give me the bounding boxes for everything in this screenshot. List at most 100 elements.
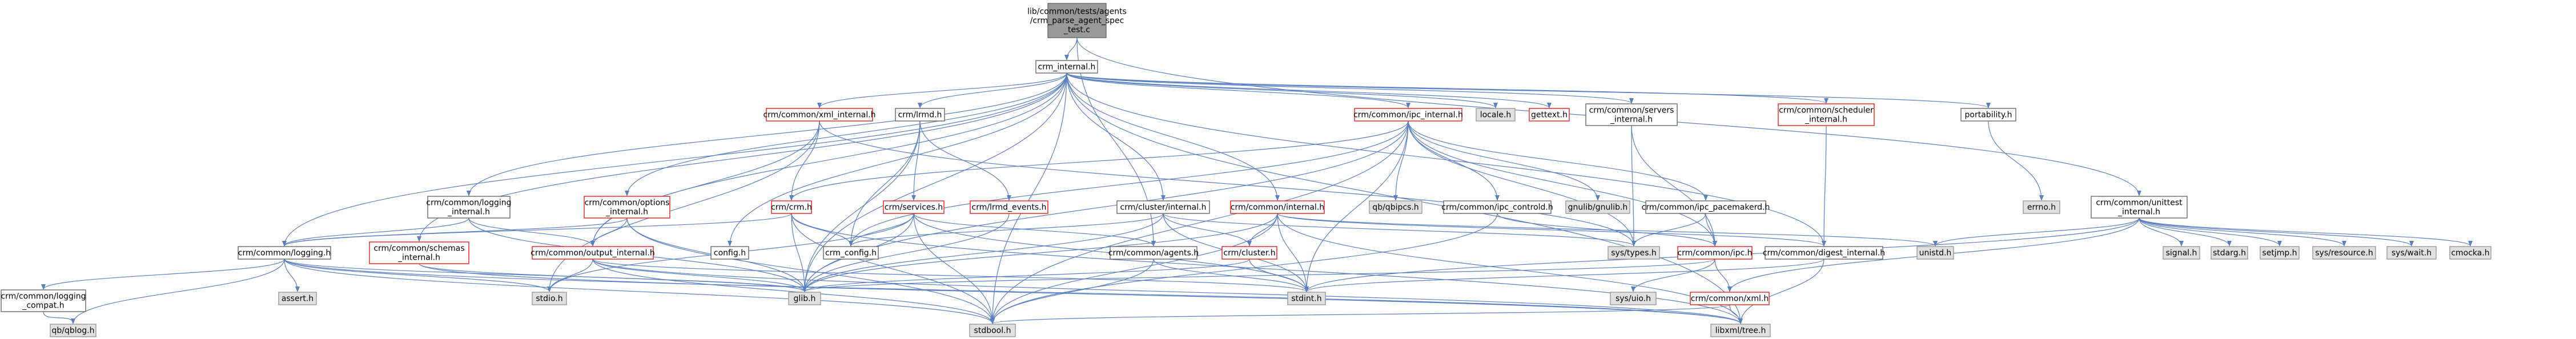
edge-ipc_internal-to-sys_types — [1408, 120, 1636, 247]
edge-xml_internal-to-sys_types — [819, 120, 1636, 247]
edge-servers_internal-to-ipc — [1631, 125, 1717, 247]
edge-common_internal-to-glib — [802, 213, 1278, 292]
node-label: crm/common/logging.h — [238, 249, 331, 258]
edge-common_internal-to-stdbool — [990, 213, 1278, 324]
node-label: gettext.h — [1531, 111, 1568, 120]
edge-logging_internal-to-logging — [282, 217, 469, 247]
node-ipc-pacemakerd[interactable]: crm/common/ipc_pacemakerd.h — [1642, 200, 1770, 214]
node-box — [1476, 108, 1516, 122]
node-label: crm/common/logging — [1, 292, 86, 301]
edge-portability-to-errno — [1988, 120, 2044, 201]
node-crm[interactable]: crm/crm.h — [771, 200, 812, 214]
node-sys-uio: sys/uio.h — [1610, 292, 1657, 305]
node-logging[interactable]: crm/common/logging.h — [238, 246, 331, 260]
node-box — [1765, 246, 1883, 260]
node-scheduler-internal[interactable]: crm/common/scheduler_internal.h — [1778, 103, 1875, 126]
node-box — [532, 246, 654, 260]
edge-layer — [41, 37, 2473, 324]
node-agents[interactable]: crm/common/agents.h — [1108, 246, 1199, 260]
node-sys-types: sys/types.h — [1608, 246, 1660, 260]
node-servers-internal[interactable]: crm/common/servers_internal.h — [1585, 103, 1678, 126]
edge-logging-to-stdio — [284, 259, 552, 292]
node-output-internal[interactable]: crm/common/output_internal.h — [531, 246, 655, 260]
node-libxml-tree: libxml/tree.h — [1710, 324, 1771, 337]
node-glib: glib.h — [788, 292, 821, 305]
node-box — [369, 241, 469, 264]
node-label: crm/crm.h — [771, 203, 812, 212]
node-box — [1, 289, 86, 312]
node-lrmd-events[interactable]: crm/lrmd_events.h — [970, 200, 1048, 214]
node-label: _internal.h — [397, 253, 440, 263]
node-ipc[interactable]: crm/common/ipc.h — [1677, 246, 1753, 260]
node-label: qb/qbipcs.h — [1372, 203, 1418, 212]
node-label: unistd.h — [1919, 249, 1952, 258]
edge-ipc_controld-to-stdbool — [990, 213, 1498, 324]
node-logging-compat[interactable]: crm/common/logging_compat.h — [1, 289, 86, 312]
node-lrmd[interactable]: crm/lrmd.h — [895, 108, 945, 122]
node-label: /crm_parse_agent_spec — [1030, 17, 1124, 26]
node-ipc-controld[interactable]: crm/common/ipc_controld.h — [1441, 200, 1553, 214]
node-label: crm_internal.h — [1038, 63, 1096, 72]
node-box — [1035, 60, 1098, 74]
edge-crm_internal-to-libxml_tree — [1066, 72, 1743, 324]
node-box — [2260, 246, 2300, 260]
node-ipc-internal[interactable]: crm/common/ipc_internal.h — [1353, 108, 1463, 122]
node-box — [710, 246, 749, 260]
node-services[interactable]: crm/services.h — [883, 200, 945, 214]
node-label: setjmp.h — [2262, 249, 2297, 258]
node-label: crm/common/scheduler — [1779, 106, 1874, 115]
node-digest-internal[interactable]: crm/common/digest_internal.h — [1763, 246, 1885, 260]
edge-logging-to-libxml_tree — [284, 259, 1743, 324]
node-box — [2211, 246, 2248, 260]
node-crm-internal[interactable]: crm_internal.h — [1035, 60, 1098, 74]
edge-crm_internal-to-schemas_internal — [417, 72, 1067, 242]
node-label: crm/cluster/internal.h — [1120, 203, 1207, 212]
node-box — [1116, 200, 1210, 214]
node-box — [1529, 108, 1570, 122]
node-setjmp: setjmp.h — [2260, 246, 2300, 260]
node-unittest-internal[interactable]: crm/common/unittest_internal.h — [2091, 196, 2188, 219]
node-box — [1916, 246, 1954, 260]
node-root[interactable]: lib/common/tests/agents/crm_parse_agent_… — [1027, 3, 1127, 38]
edge-ipc-to-sys_uio — [1631, 259, 1715, 292]
node-label: crm/common/logging — [426, 199, 511, 208]
node-common-internal[interactable]: crm/common/internal.h — [1230, 200, 1325, 214]
node-box — [1677, 246, 1753, 260]
node-logging-internal[interactable]: crm/common/logging_internal.h — [426, 196, 512, 219]
node-box — [1369, 200, 1422, 214]
node-label: crm/common/output_internal.h — [531, 249, 654, 258]
edge-logging-to-stdbool — [284, 259, 995, 324]
node-label: sys/resource.h — [2315, 249, 2373, 258]
node-xml[interactable]: crm/common/xml.h — [1690, 292, 1770, 305]
node-xml-internal[interactable]: crm/common/xml_internal.h — [763, 108, 876, 122]
node-options-internal[interactable]: crm/common/options_internal.h — [584, 196, 670, 219]
node-schemas-internal[interactable]: crm/common/schemas_internal.h — [369, 241, 469, 264]
node-stdarg: stdarg.h — [2211, 246, 2248, 260]
node-label: crm/common/options — [585, 199, 670, 208]
edge-crm_internal-to-locale — [1066, 72, 1498, 108]
node-label: signal.h — [2166, 249, 2197, 258]
node-sys-wait: sys/wait.h — [2386, 246, 2437, 260]
node-label: _internal.h — [1805, 115, 1847, 124]
edge-logging_internal-to-output_internal — [468, 217, 595, 247]
node-label: locale.h — [1480, 111, 1512, 120]
edge-common_internal-to-stdint — [1277, 213, 1309, 292]
node-label: _test.c — [1063, 26, 1090, 35]
edge-ipc_internal-to-crm_config — [849, 120, 1409, 247]
node-cluster[interactable]: crm/cluster.h — [1221, 246, 1277, 260]
node-gettext[interactable]: gettext.h — [1529, 108, 1570, 122]
edge-output_internal-to-stdio — [547, 259, 593, 292]
node-label: cmocka.h — [2451, 249, 2489, 258]
node-box — [2449, 246, 2491, 260]
node-portability[interactable]: portability.h — [1960, 108, 2016, 122]
edge-lrmd-to-services — [911, 120, 921, 201]
node-crm-config[interactable]: crm_config.h — [823, 246, 879, 260]
node-label: portability.h — [1965, 111, 2012, 120]
edge-options_internal-to-output_internal — [590, 217, 628, 247]
node-label: sys/wait.h — [2392, 249, 2432, 258]
node-config[interactable]: config.h — [710, 246, 749, 260]
node-cluster-internal[interactable]: crm/cluster/internal.h — [1116, 200, 1210, 214]
edge-output_internal-to-glib — [592, 259, 807, 292]
edge-ipc_pacemakerd-to-sys_types — [1631, 213, 1706, 247]
node-box — [771, 200, 812, 214]
